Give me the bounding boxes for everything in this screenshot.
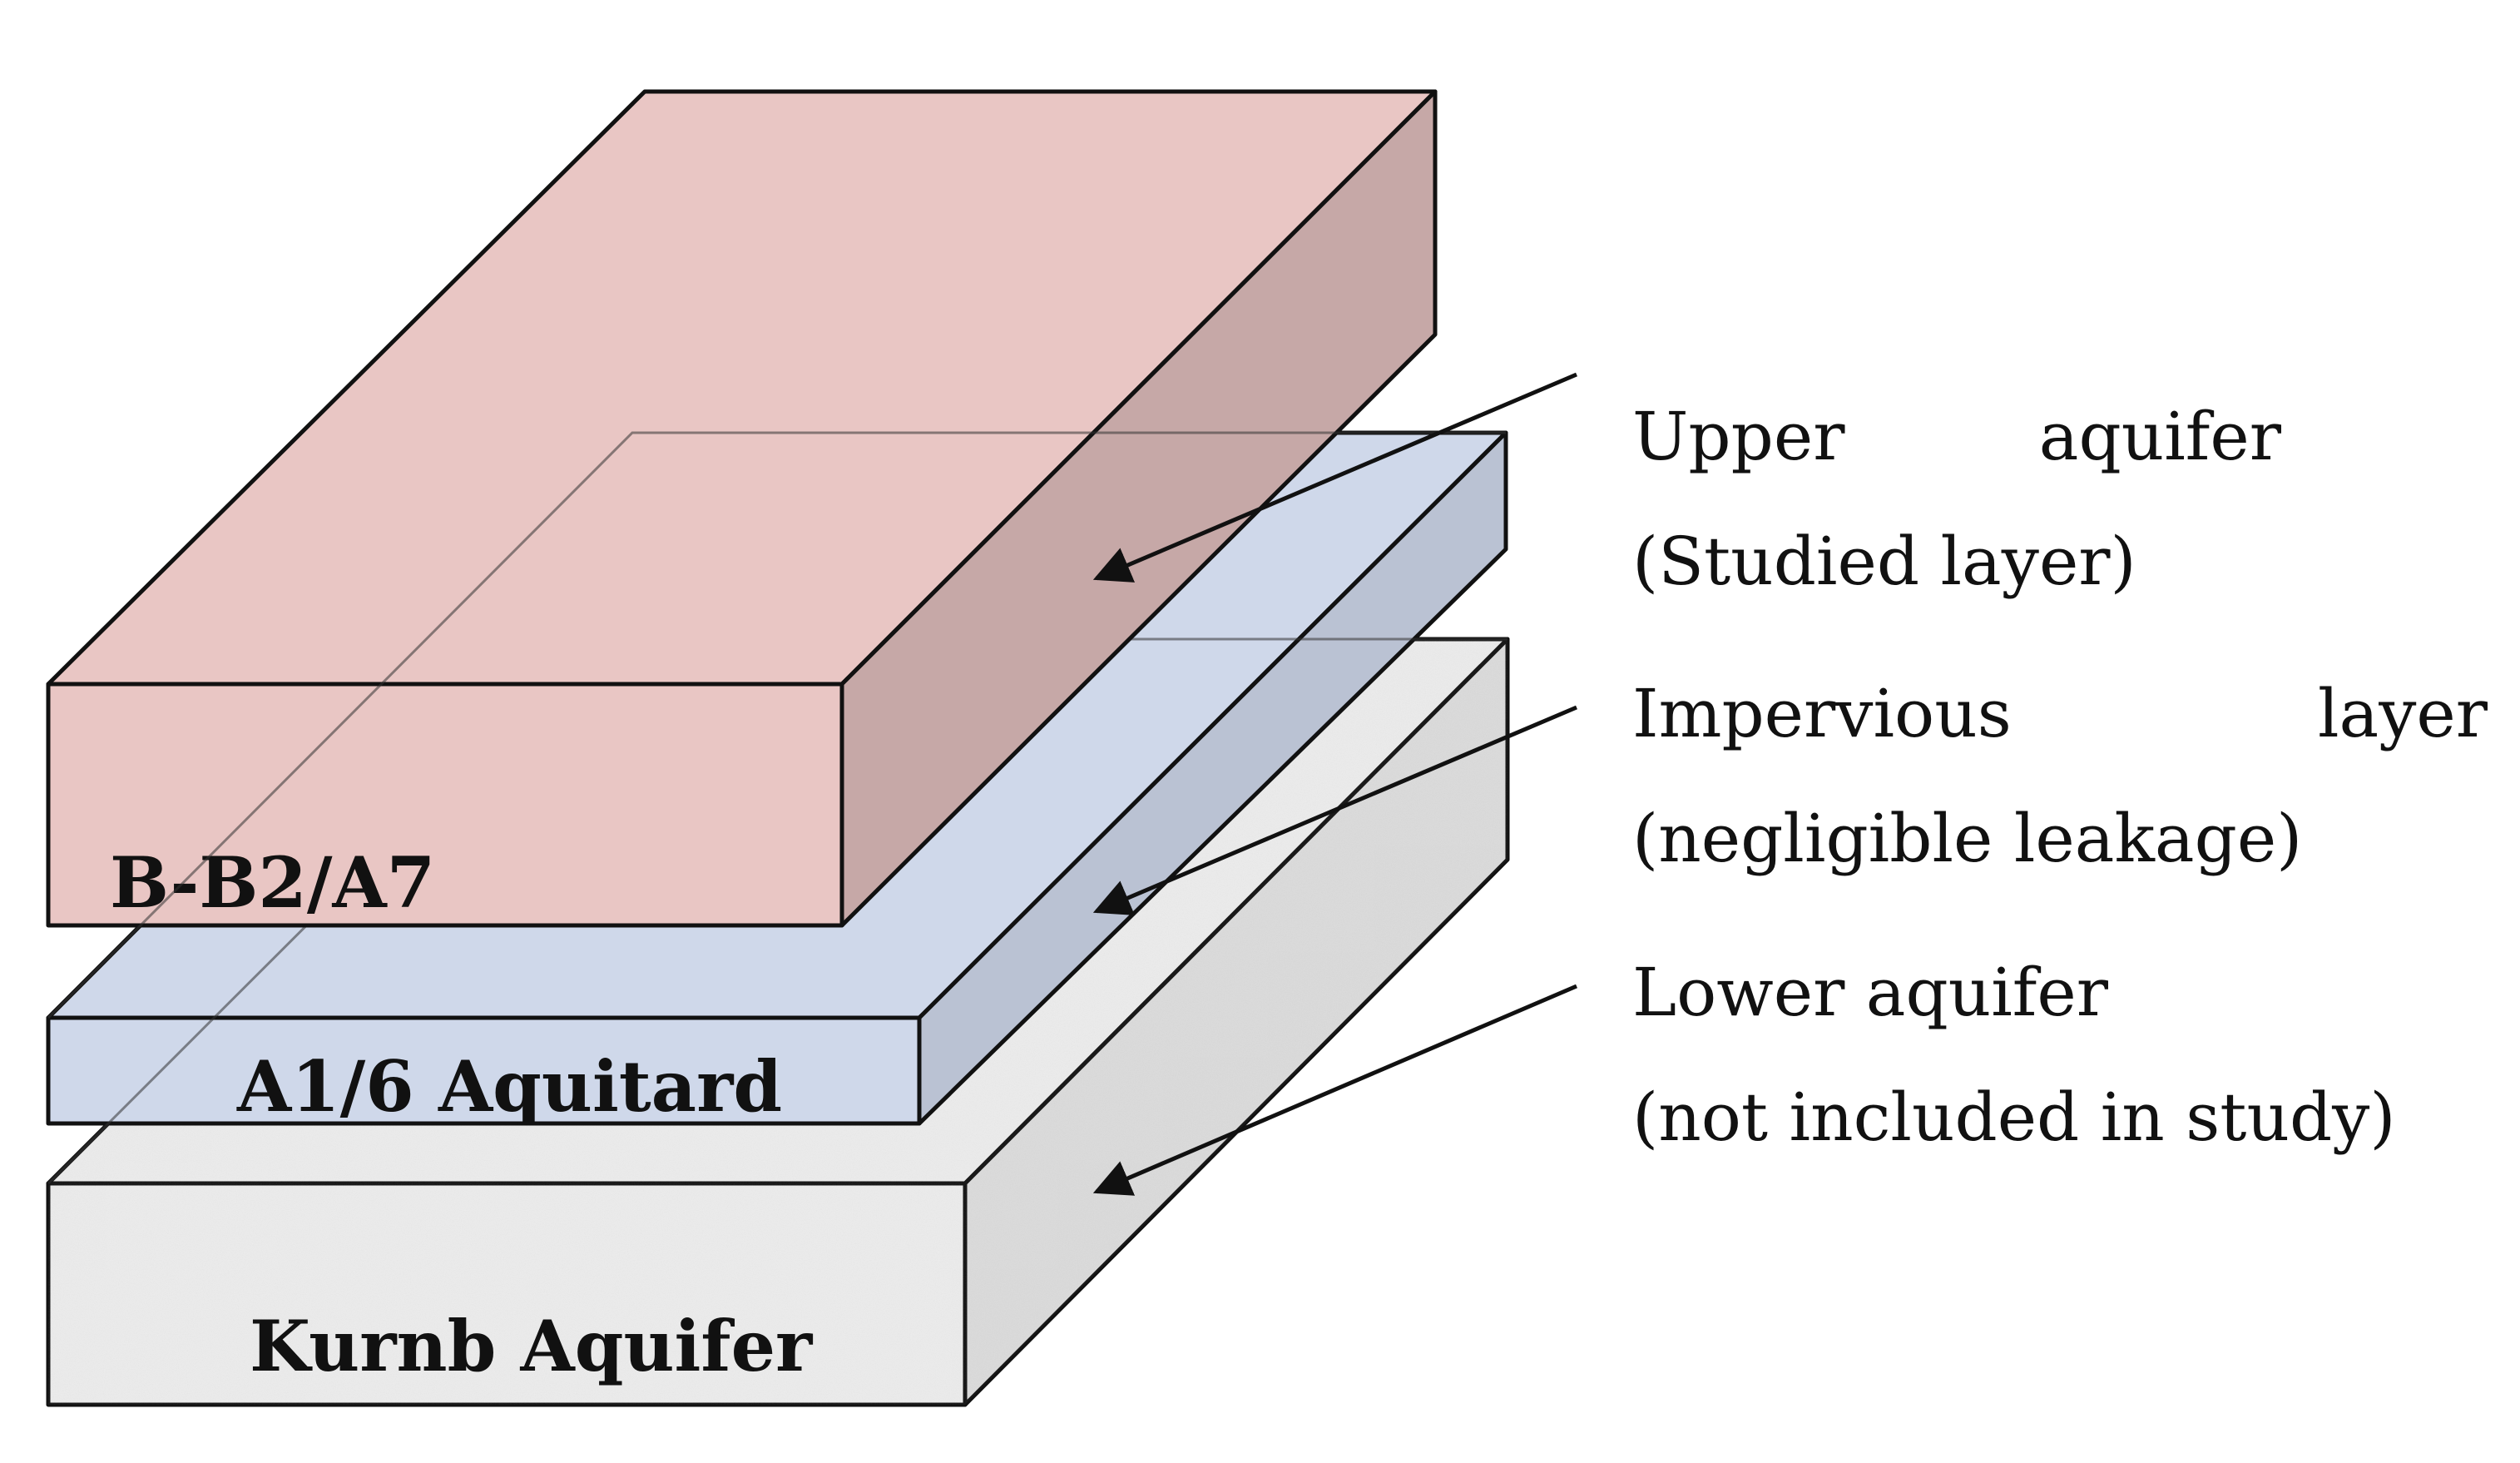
lower-aquifer-arrow bbox=[1092, 984, 1577, 1196]
upper-aquifer-arrow bbox=[1092, 372, 1577, 583]
lower-layer-label: Kurnb Aquifer bbox=[250, 1305, 814, 1387]
lower-annotation-line2: (not included in study) bbox=[1632, 1079, 2396, 1156]
impervious-layer-annotation: Impervious layer (negligible leakage) bbox=[1632, 675, 2488, 877]
impervious-annotation-word2: layer bbox=[2318, 675, 2488, 752]
aquitard-hidden-edge bbox=[47, 431, 1506, 1019]
lower-aquifer-annotation: Lower aquifer (not included in study) bbox=[1632, 954, 2396, 1156]
aquitard-block-front bbox=[46, 1015, 922, 1126]
lower-annotation-line1: Lower aquifer bbox=[1632, 954, 2109, 1031]
upper-block-front bbox=[46, 682, 844, 928]
upper-layer-label: B-B2/A7 bbox=[110, 841, 435, 924]
impervious-layer-arrow bbox=[1092, 705, 1577, 915]
upper-annotation-line2: (Studied layer) bbox=[1632, 523, 2136, 600]
impervious-annotation-line2: (negligible leakage) bbox=[1632, 800, 2302, 877]
upper-aquifer-annotation: Upper aquifer (Studied layer) bbox=[1632, 398, 2282, 600]
upper-annotation-word1: Upper bbox=[1632, 398, 1845, 475]
impervious-annotation-word1: Impervious bbox=[1632, 675, 2012, 752]
aquitard-layer-label: A1/6 Aquitard bbox=[236, 1045, 782, 1128]
upper-aquifer-block: B-B2/A7 bbox=[46, 89, 1438, 928]
upper-annotation-word2: aquifer bbox=[2039, 398, 2282, 475]
